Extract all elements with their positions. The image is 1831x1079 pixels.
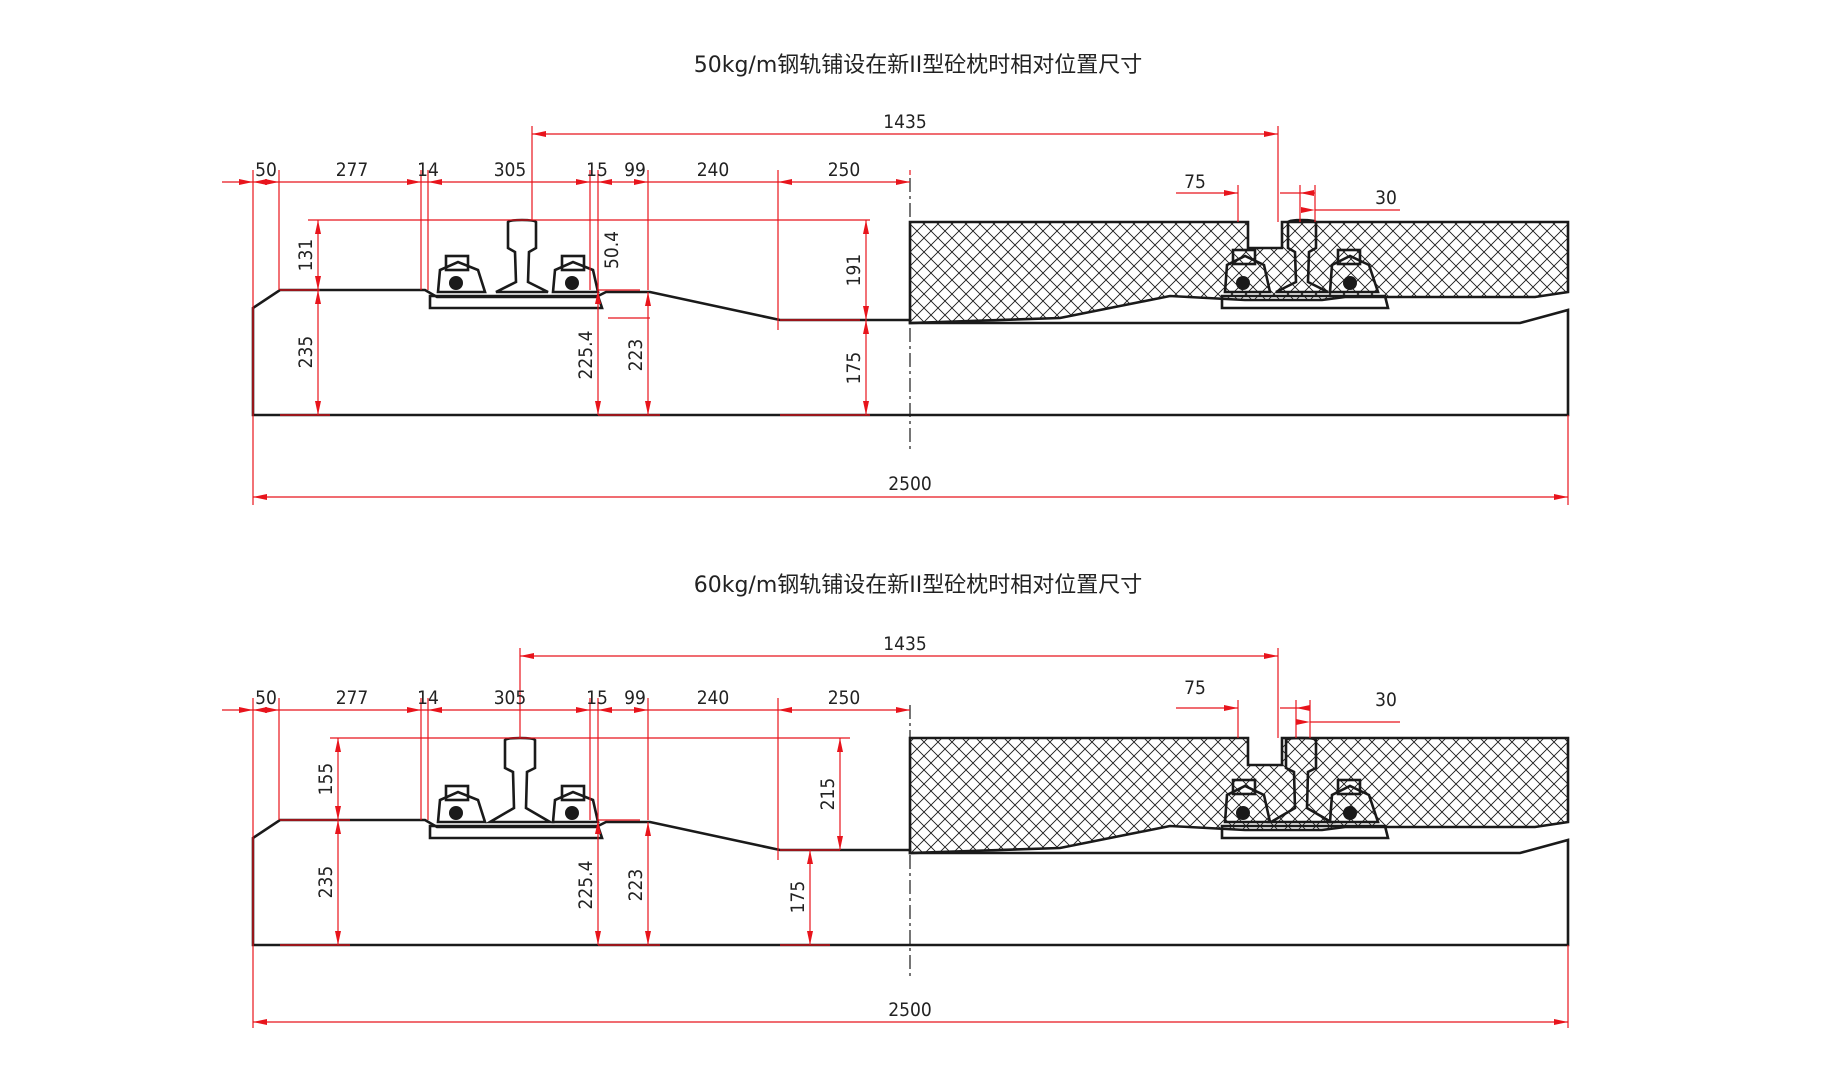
- rail-pad: [1220, 824, 1390, 840]
- dim-vertical: 235: [295, 336, 317, 369]
- dim-vertical: 235: [315, 866, 337, 899]
- dim-top: 99: [624, 159, 646, 181]
- sleeper-section-hatch: [908, 220, 1570, 325]
- diagram-60kg: 60kg/m钢轨铺设在新II型砼枕时相对位置尺寸: [222, 573, 1570, 1028]
- rail-head: [485, 736, 555, 824]
- clip-left: [1223, 778, 1272, 824]
- rail-head: [1266, 736, 1336, 824]
- dim-top: 50: [255, 687, 277, 709]
- dim-vertical: 223: [625, 339, 647, 372]
- rail-right: [1220, 736, 1390, 840]
- dim-top: 14: [417, 159, 439, 181]
- dim-top: 50: [255, 159, 277, 181]
- dim-top: 305: [494, 687, 527, 709]
- dim-right: 75: [1184, 171, 1206, 193]
- clip-left: [436, 784, 487, 824]
- diagram-50kg: 50kg/m钢轨铺设在新II型砼枕时相对位置尺寸: [222, 53, 1570, 505]
- rail-pad: [428, 294, 604, 310]
- dimension-labels: 50 277 14 305 15 99 240 250 1435 75 30 2…: [255, 633, 1397, 1021]
- dim-vertical: 225.4: [575, 861, 597, 910]
- dim-top: 305: [494, 159, 527, 181]
- rail-left: [428, 736, 604, 840]
- dim-vertical: 225.4: [575, 331, 597, 380]
- dim-gauge: 1435: [883, 111, 927, 133]
- dim-top: 240: [697, 687, 730, 709]
- dim-top: 15: [586, 687, 608, 709]
- dim-right: 30: [1375, 689, 1397, 711]
- dim-top: 240: [697, 159, 730, 181]
- rail-head: [495, 218, 549, 294]
- clip-right: [1328, 778, 1380, 824]
- diagram-title: 50kg/m钢轨铺设在新II型砼枕时相对位置尺寸: [694, 53, 1143, 78]
- dim-top: 277: [336, 159, 369, 181]
- dimension-lines: [222, 648, 1569, 1028]
- rail-left: [428, 218, 604, 310]
- dim-top: 15: [586, 159, 608, 181]
- dimension-lines: [222, 126, 1569, 505]
- dim-vertical: 175: [843, 352, 865, 385]
- clip-left: [1223, 248, 1272, 294]
- rail-pad: [428, 824, 604, 840]
- dim-top: 14: [417, 687, 439, 709]
- dim-vertical: 191: [843, 254, 865, 287]
- rail-head: [1275, 218, 1329, 294]
- diagram-title: 60kg/m钢轨铺设在新II型砼枕时相对位置尺寸: [694, 573, 1143, 598]
- dim-vertical: 215: [817, 778, 839, 811]
- dim-vertical: 223: [625, 869, 647, 902]
- dimension-labels: 50 277 14 305 15 99 240 250 1435 75 30 2…: [255, 111, 1397, 495]
- rail-right: [1220, 218, 1390, 310]
- dim-right: 75: [1184, 677, 1206, 699]
- dim-gauge: 1435: [883, 633, 927, 655]
- dim-vertical: 131: [295, 239, 317, 272]
- rail-pad: [1220, 294, 1390, 310]
- dim-vertical: 175: [787, 881, 809, 914]
- dim-top: 250: [828, 159, 861, 181]
- clip-right: [1328, 248, 1380, 294]
- dim-top: 277: [336, 687, 369, 709]
- clip-right: [551, 254, 600, 294]
- sleeper-section-hatch: [908, 736, 1570, 855]
- clip-left: [436, 254, 487, 294]
- clip-right: [551, 784, 600, 824]
- dim-right: 30: [1375, 187, 1397, 209]
- dim-total: 2500: [888, 999, 932, 1021]
- dim-vertical: 155: [315, 763, 337, 796]
- dim-vertical: 50.4: [601, 231, 623, 269]
- sleeper-outline: [251, 288, 1570, 417]
- dim-top: 99: [624, 687, 646, 709]
- dim-top: 250: [828, 687, 861, 709]
- dim-total: 2500: [888, 473, 932, 495]
